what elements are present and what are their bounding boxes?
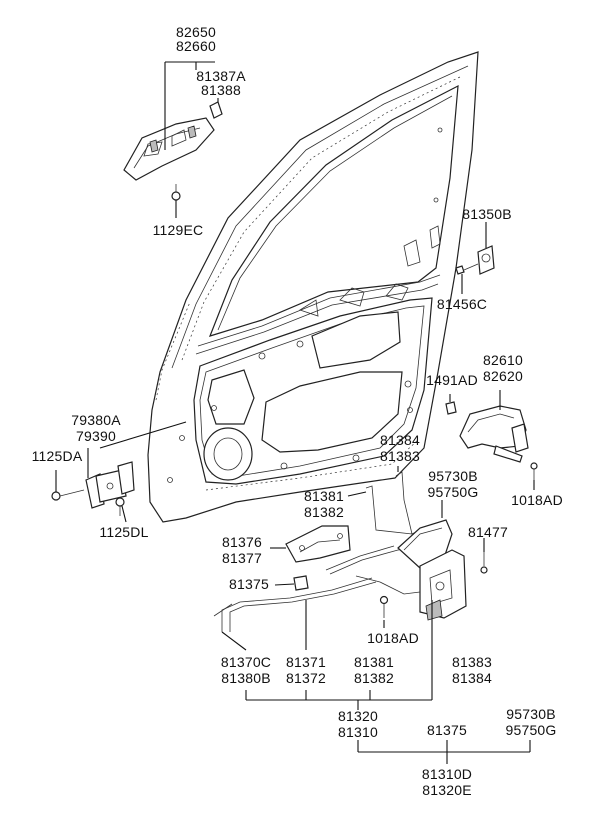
label-79390: 79390 <box>76 428 116 444</box>
label-81310: 81310 <box>338 724 378 740</box>
label-81380b: 81380B <box>221 670 271 686</box>
label-81384-bottom: 81384 <box>452 670 492 686</box>
label-81372: 81372 <box>286 670 326 686</box>
label-81382-bottom: 81382 <box>354 670 394 686</box>
label-81456c: 81456C <box>436 296 488 312</box>
label-81376: 81376 <box>222 534 262 550</box>
label-1125dl: 1125DL <box>99 524 149 540</box>
label-1491ad: 1491AD <box>426 372 478 388</box>
label-81371: 81371 <box>286 654 326 670</box>
label-81387a: 81387A <box>196 68 246 84</box>
label-81375-bottom: 81375 <box>427 722 467 738</box>
label-1129ec: 1129EC <box>152 222 204 238</box>
hinge-part <box>51 461 135 516</box>
outside-handle-part <box>123 101 223 201</box>
label-82610: 82610 <box>483 352 523 368</box>
label-81350b: 81350B <box>462 206 512 222</box>
door-panel <box>147 51 479 523</box>
label-82650: 82650 <box>176 24 216 40</box>
label-1125da: 1125DA <box>31 448 83 464</box>
label-81384: 81384 <box>380 432 420 448</box>
label-81383: 81383 <box>380 448 420 464</box>
label-95730b: 95730B <box>428 468 478 484</box>
inside-handle-part <box>445 401 538 480</box>
label-79380a: 79380A <box>71 412 121 428</box>
striker-part <box>455 245 495 275</box>
label-81320e: 81320E <box>422 782 472 798</box>
leader-lines <box>55 61 535 764</box>
label-95730b-bottom: 95730B <box>506 706 556 722</box>
label-81375-upper: 81375 <box>229 576 269 592</box>
label-95750g-bottom: 95750G <box>505 722 557 738</box>
label-81370c: 81370C <box>220 654 272 670</box>
label-1018ad-lower: 1018AD <box>367 630 419 646</box>
label-95750g: 95750G <box>427 484 479 500</box>
label-1018ad-upper: 1018AD <box>511 492 563 508</box>
label-81381-bottom: 81381 <box>354 654 394 670</box>
label-81383-bottom: 81383 <box>452 654 492 670</box>
label-81381: 81381 <box>304 488 344 504</box>
label-81477: 81477 <box>468 524 508 540</box>
label-81310d: 81310D <box>421 766 473 782</box>
label-82620: 82620 <box>483 368 523 384</box>
label-81382: 81382 <box>304 504 344 520</box>
label-81388: 81388 <box>201 82 241 98</box>
label-81377: 81377 <box>222 550 262 566</box>
label-81320: 81320 <box>338 708 378 724</box>
label-82660: 82660 <box>176 38 216 54</box>
